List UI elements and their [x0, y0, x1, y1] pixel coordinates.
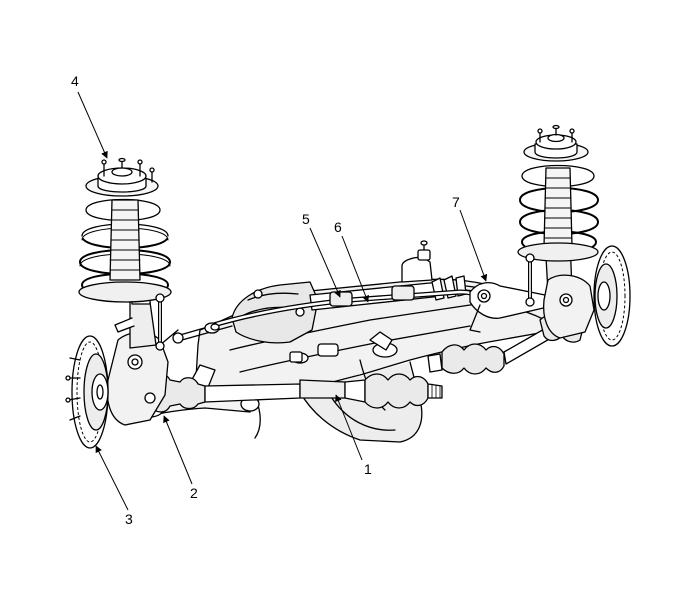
right-knuckle: [542, 274, 595, 339]
right-brake-disc: [593, 245, 631, 347]
leader-line-1: [335, 394, 363, 461]
right-lower-arm: [469, 281, 553, 333]
left-strut-assembly: [78, 157, 172, 351]
callout-2: 2: [190, 485, 198, 501]
leader-line-2: [163, 415, 193, 485]
callout-4: 4: [71, 73, 79, 89]
left-brake-disc: [65, 335, 109, 449]
callout-1: 1: [364, 461, 372, 477]
callout-7: 7: [452, 194, 460, 210]
leader-line-4: [77, 91, 108, 159]
leader-lines: [77, 91, 488, 511]
leader-line-7: [459, 209, 488, 282]
callout-6: 6: [334, 219, 342, 235]
leader-line-3: [95, 445, 129, 511]
callout-5: 5: [302, 211, 310, 227]
right-strut-assembly: [517, 124, 599, 307]
leader-line-5: [309, 227, 341, 298]
leader-line-6: [341, 235, 369, 303]
subframe-brackets: [210, 323, 393, 363]
callout-labels: 1 2 3 4 5 6 7: [71, 73, 460, 527]
callout-3: 3: [125, 511, 133, 527]
